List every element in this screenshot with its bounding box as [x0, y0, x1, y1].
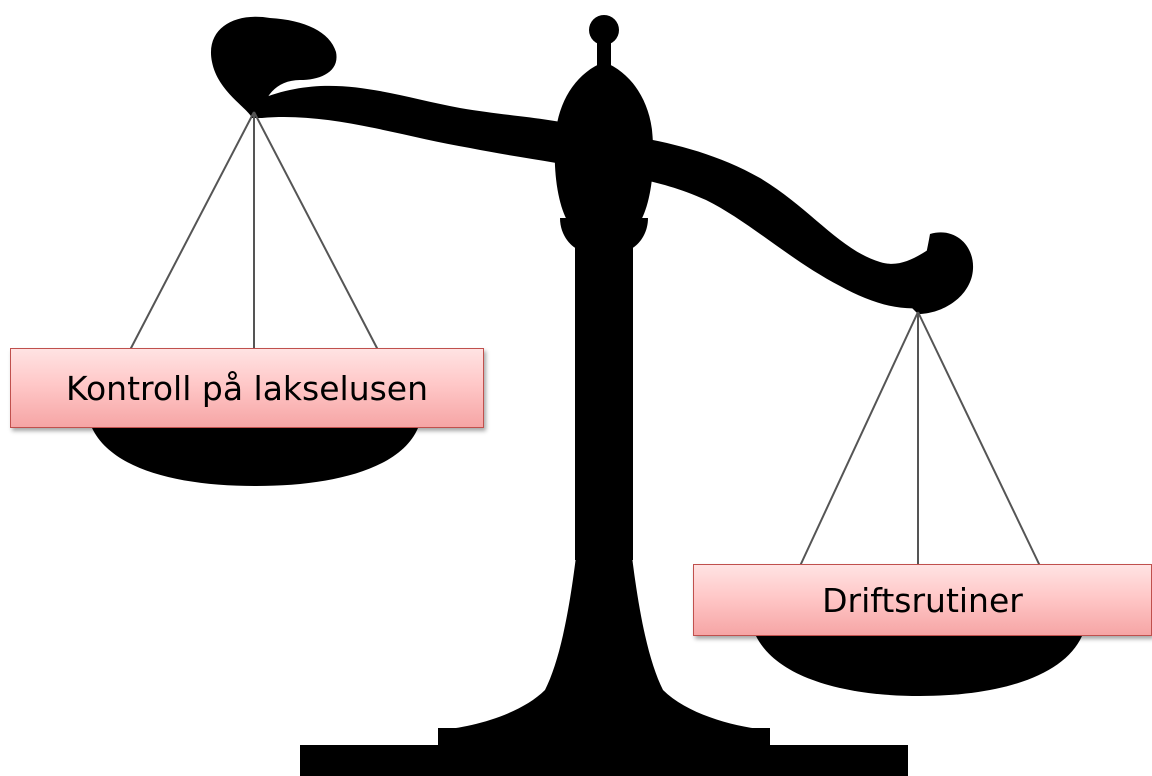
scale-column [554, 15, 654, 560]
scale-base [300, 540, 908, 776]
left-pan [92, 428, 418, 486]
scale-beam [210, 16, 974, 314]
right-pan [756, 636, 1082, 696]
left-pan-label: Kontroll på lakselusen [10, 348, 484, 428]
right-pan-label: Driftsrutiner [693, 564, 1152, 636]
